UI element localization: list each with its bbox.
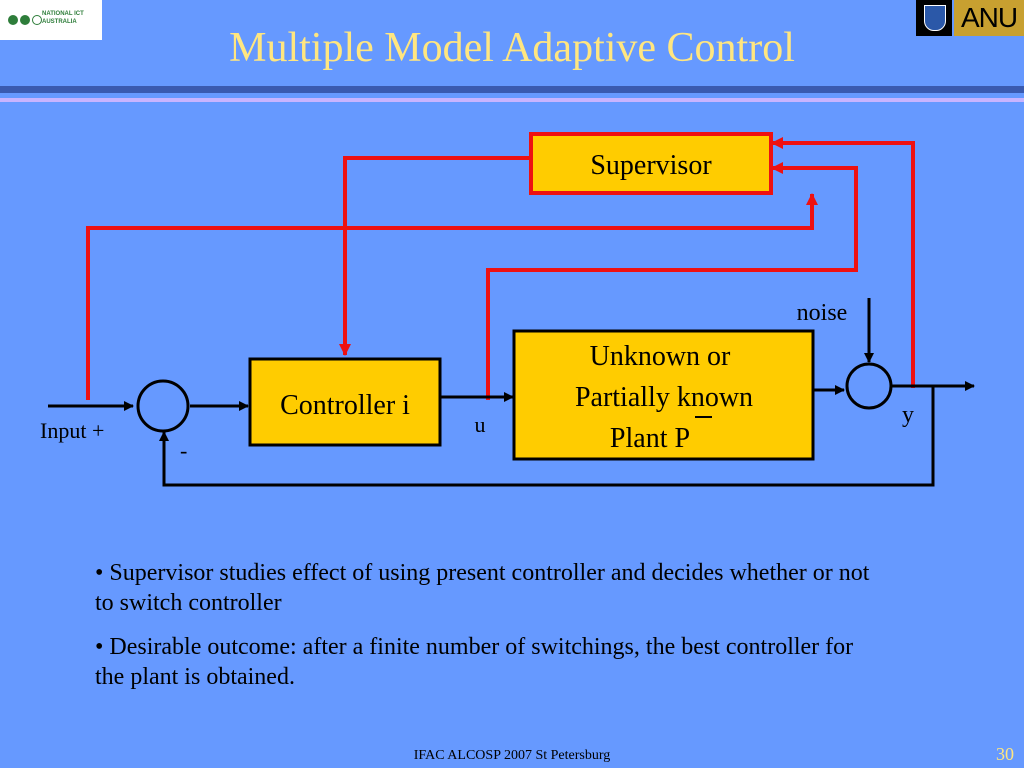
- supervisor-box: [529, 132, 773, 195]
- input-summing-junction: [136, 379, 190, 433]
- title-rule-light: [0, 98, 1024, 102]
- input-label: Input +: [40, 418, 104, 443]
- title-rule: [0, 86, 1024, 93]
- nicta-logo: NATIONAL ICT AUSTRALIA: [0, 0, 102, 40]
- plant-box: [512, 329, 815, 461]
- input-to-supervisor-line: [86, 193, 818, 400]
- minus-sign-label: -: [180, 438, 187, 463]
- footer-text: IFAC ALCOSP 2007 St Petersburg: [413, 748, 611, 763]
- plant-label-line1: Unknown or: [590, 341, 731, 372]
- controller-box: [248, 357, 442, 447]
- noise-summing-junction: [845, 362, 893, 410]
- nicta-dots-icon: [8, 12, 44, 30]
- bullet-item-2: • Desirable outcome: after a finite numb…: [95, 634, 854, 690]
- anu-crest-icon: [916, 0, 952, 36]
- slide-title: Multiple Model Adaptive Control: [229, 25, 795, 71]
- y-label: y: [902, 402, 914, 428]
- feedback-line: [159, 386, 935, 487]
- signal-lines: [48, 298, 975, 487]
- noise-label: noise: [797, 300, 848, 326]
- u-label: u: [475, 412, 486, 437]
- controller-label: Controller i: [280, 390, 410, 421]
- y-to-supervisor-line: [771, 137, 915, 388]
- plant-label-line3: Plant P: [610, 423, 690, 454]
- anu-logo: ANU: [916, 0, 1024, 36]
- plant-label-line2: Partially known: [575, 382, 753, 413]
- u-to-supervisor-line: [486, 162, 858, 400]
- nicta-logo-text: NATIONAL ICT AUSTRALIA: [42, 11, 84, 25]
- supervisor-label: Supervisor: [590, 150, 712, 181]
- page-number: 30: [996, 744, 1014, 764]
- bullet-list: • Supervisor studies effect of using pre…: [95, 558, 875, 706]
- supervisor-to-controller-line: [339, 156, 530, 356]
- bullet-item-1: • Supervisor studies effect of using pre…: [95, 560, 870, 616]
- anu-logo-text: ANU: [954, 0, 1024, 36]
- supervisor-lines: [86, 137, 915, 400]
